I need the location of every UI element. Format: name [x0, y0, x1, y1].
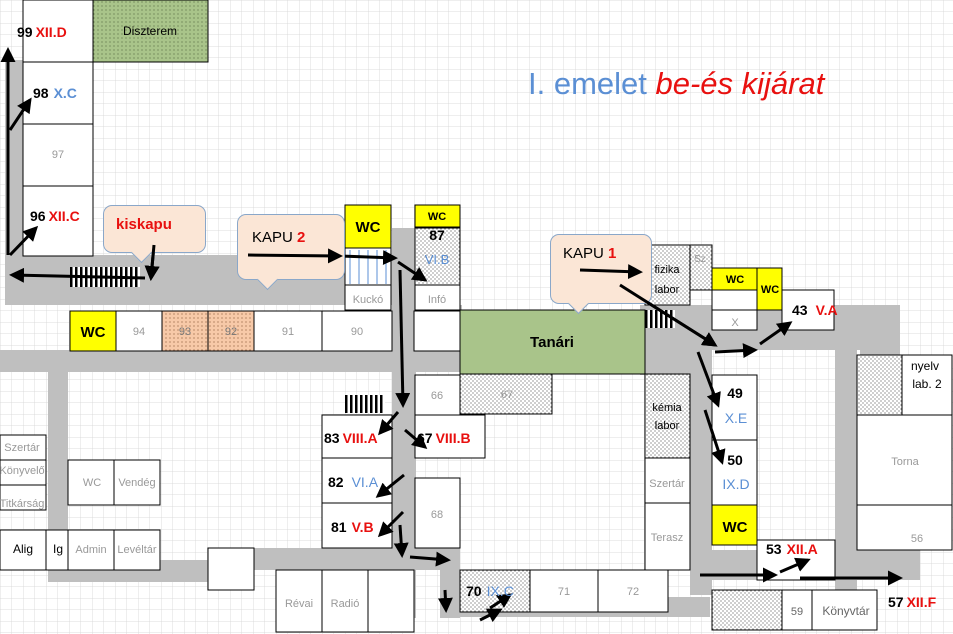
- callout-kapu2-num: 2: [297, 229, 306, 246]
- svg-text:WC: WC: [761, 284, 779, 296]
- svg-text:VI.B: VI.B: [425, 252, 450, 267]
- svg-text:labor: labor: [655, 420, 680, 432]
- svg-text:X: X: [731, 317, 739, 329]
- callout-kiskapu-label: kiskapu: [116, 216, 172, 233]
- svg-text:WC: WC: [428, 211, 446, 223]
- svg-text:92: 92: [225, 326, 237, 338]
- wc-small: [414, 204, 461, 228]
- callout-kiskapu: kiskapu: [103, 205, 206, 264]
- room-59-dotted: [711, 589, 783, 631]
- svg-text:Torna: Torna: [891, 456, 919, 468]
- callout-kapu2: KAPU 2: [237, 214, 345, 291]
- room-93: [161, 310, 209, 352]
- room-kemia-labor: [644, 373, 691, 459]
- svg-text:93: 93: [179, 326, 191, 338]
- svg-text:72: 72: [627, 586, 639, 598]
- svg-text:56: 56: [911, 533, 923, 545]
- svg-text:fizika: fizika: [654, 264, 680, 276]
- svg-text:98X.C: 98X.C: [33, 85, 77, 101]
- wc-kapu2: [344, 204, 392, 249]
- wc-left: [69, 310, 117, 352]
- svg-text:WC: WC: [356, 219, 381, 236]
- svg-text:lab. 2: lab. 2: [912, 377, 942, 391]
- callout-kapu2-text: KAPU: [252, 229, 298, 246]
- svg-text:Levéltár: Levéltár: [117, 544, 156, 556]
- room-nyelv-dotted: [856, 354, 903, 416]
- svg-text:WC: WC: [723, 519, 748, 536]
- svg-text:Sz: Sz: [694, 254, 706, 265]
- room-diszterem: [92, 0, 209, 63]
- svg-text:kémia: kémia: [652, 402, 682, 414]
- stairs-kapu1: [645, 310, 675, 328]
- callout-kapu1: KAPU 1: [550, 234, 652, 315]
- svg-text:Titkárság: Titkárság: [0, 498, 44, 510]
- svg-text:43V.A: 43V.A: [792, 302, 838, 318]
- svg-text:Tanári: Tanári: [530, 334, 574, 351]
- svg-text:Könyvelő: Könyvelő: [0, 465, 45, 477]
- room-sz: [689, 244, 713, 291]
- svg-text:Szertár: Szertár: [4, 442, 40, 454]
- svg-text:Kuckó: Kuckó: [353, 294, 384, 306]
- svg-text:Diszterem: Diszterem: [123, 24, 177, 38]
- svg-text:WC: WC: [726, 274, 744, 286]
- svg-text:49: 49: [727, 385, 743, 401]
- stairs-mid: [345, 395, 385, 413]
- svg-text:Terasz: Terasz: [651, 532, 683, 544]
- svg-text:Infó: Infó: [428, 294, 446, 306]
- svg-text:91: 91: [282, 326, 294, 338]
- svg-text:50: 50: [727, 452, 743, 468]
- svg-text:90: 90: [351, 326, 363, 338]
- room-67-dotted: [459, 373, 553, 415]
- title-floor: I. emelet: [528, 66, 656, 101]
- svg-text:87: 87: [429, 227, 445, 243]
- svg-text:81V.B: 81V.B: [331, 519, 374, 535]
- svg-text:Szertár: Szertár: [649, 478, 685, 490]
- svg-text:67: 67: [501, 389, 513, 401]
- page-title: I. emelet be-és kijárat: [528, 66, 824, 102]
- wc-right: [711, 504, 758, 546]
- svg-text:94: 94: [133, 326, 145, 338]
- svg-text:Könyvtár: Könyvtár: [822, 604, 869, 618]
- svg-text:Ig: Ig: [53, 542, 63, 556]
- svg-text:IX.D: IX.D: [722, 476, 749, 492]
- svg-text:X.E: X.E: [725, 410, 748, 426]
- callout-kapu1-num: 1: [608, 245, 617, 262]
- svg-text:Vendég: Vendég: [118, 477, 155, 489]
- svg-text:71: 71: [558, 586, 570, 598]
- svg-text:97: 97: [52, 149, 64, 161]
- callout-kapu1-text: KAPU: [563, 245, 609, 262]
- svg-text:Radió: Radió: [331, 598, 360, 610]
- svg-text:nyelv: nyelv: [911, 359, 939, 373]
- svg-text:68: 68: [431, 509, 443, 521]
- svg-text:66: 66: [431, 390, 443, 402]
- title-entrance: be-és kijárat: [655, 66, 825, 101]
- room-92: [207, 310, 255, 352]
- svg-text:59: 59: [791, 606, 803, 618]
- svg-text:Révai: Révai: [285, 598, 313, 610]
- svg-text:Alig: Alig: [13, 542, 33, 556]
- svg-text:WC: WC: [83, 477, 101, 489]
- svg-text:labor: labor: [655, 284, 680, 296]
- svg-text:Admin: Admin: [75, 544, 106, 556]
- svg-text:WC: WC: [81, 324, 106, 341]
- wc-b: [756, 267, 783, 311]
